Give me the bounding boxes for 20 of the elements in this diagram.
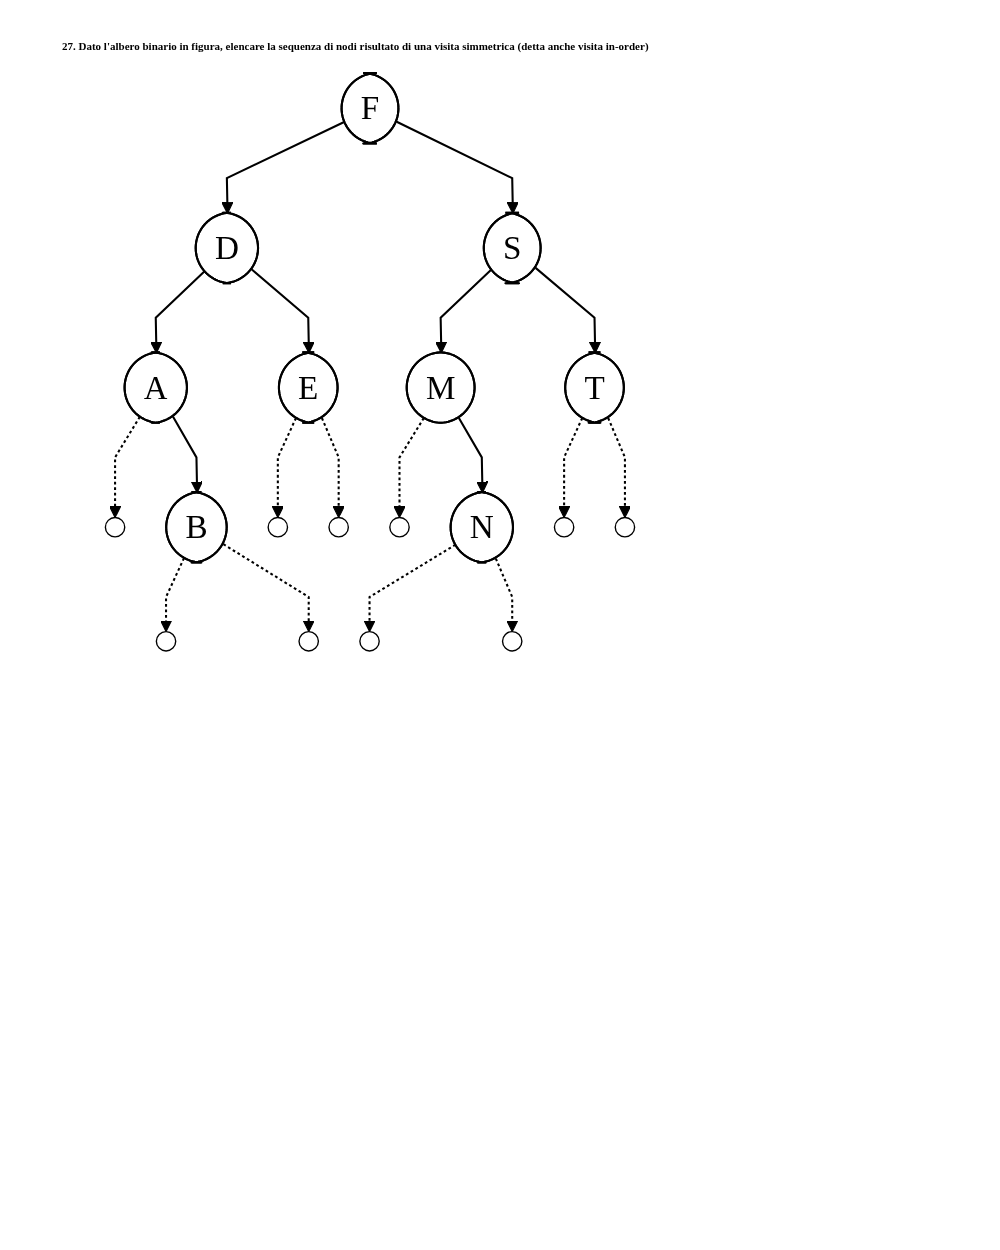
node-circle bbox=[359, 630, 380, 652]
arrow bbox=[109, 416, 141, 519]
node-circle bbox=[328, 516, 350, 538]
node-circle bbox=[267, 516, 289, 538]
node-circle bbox=[614, 516, 636, 538]
node-circle bbox=[553, 516, 575, 538]
arrow bbox=[494, 558, 519, 633]
node-circle bbox=[389, 516, 410, 538]
arrow bbox=[159, 557, 185, 633]
node-circle bbox=[104, 516, 126, 538]
node-circle bbox=[501, 630, 523, 652]
arrow bbox=[320, 417, 345, 519]
arrow bbox=[271, 417, 297, 519]
arrow bbox=[607, 417, 631, 519]
arrow bbox=[222, 543, 315, 633]
node-circle bbox=[155, 630, 177, 652]
arrow bbox=[558, 417, 584, 519]
node-circle bbox=[298, 630, 320, 652]
arrow bbox=[393, 417, 425, 519]
question-text: 27. Dato l'albero binario in figura, elencare la sequenza di nodi risultato di una visita simmetrica (detta anche visita in-order) bbox=[62, 40, 649, 52]
